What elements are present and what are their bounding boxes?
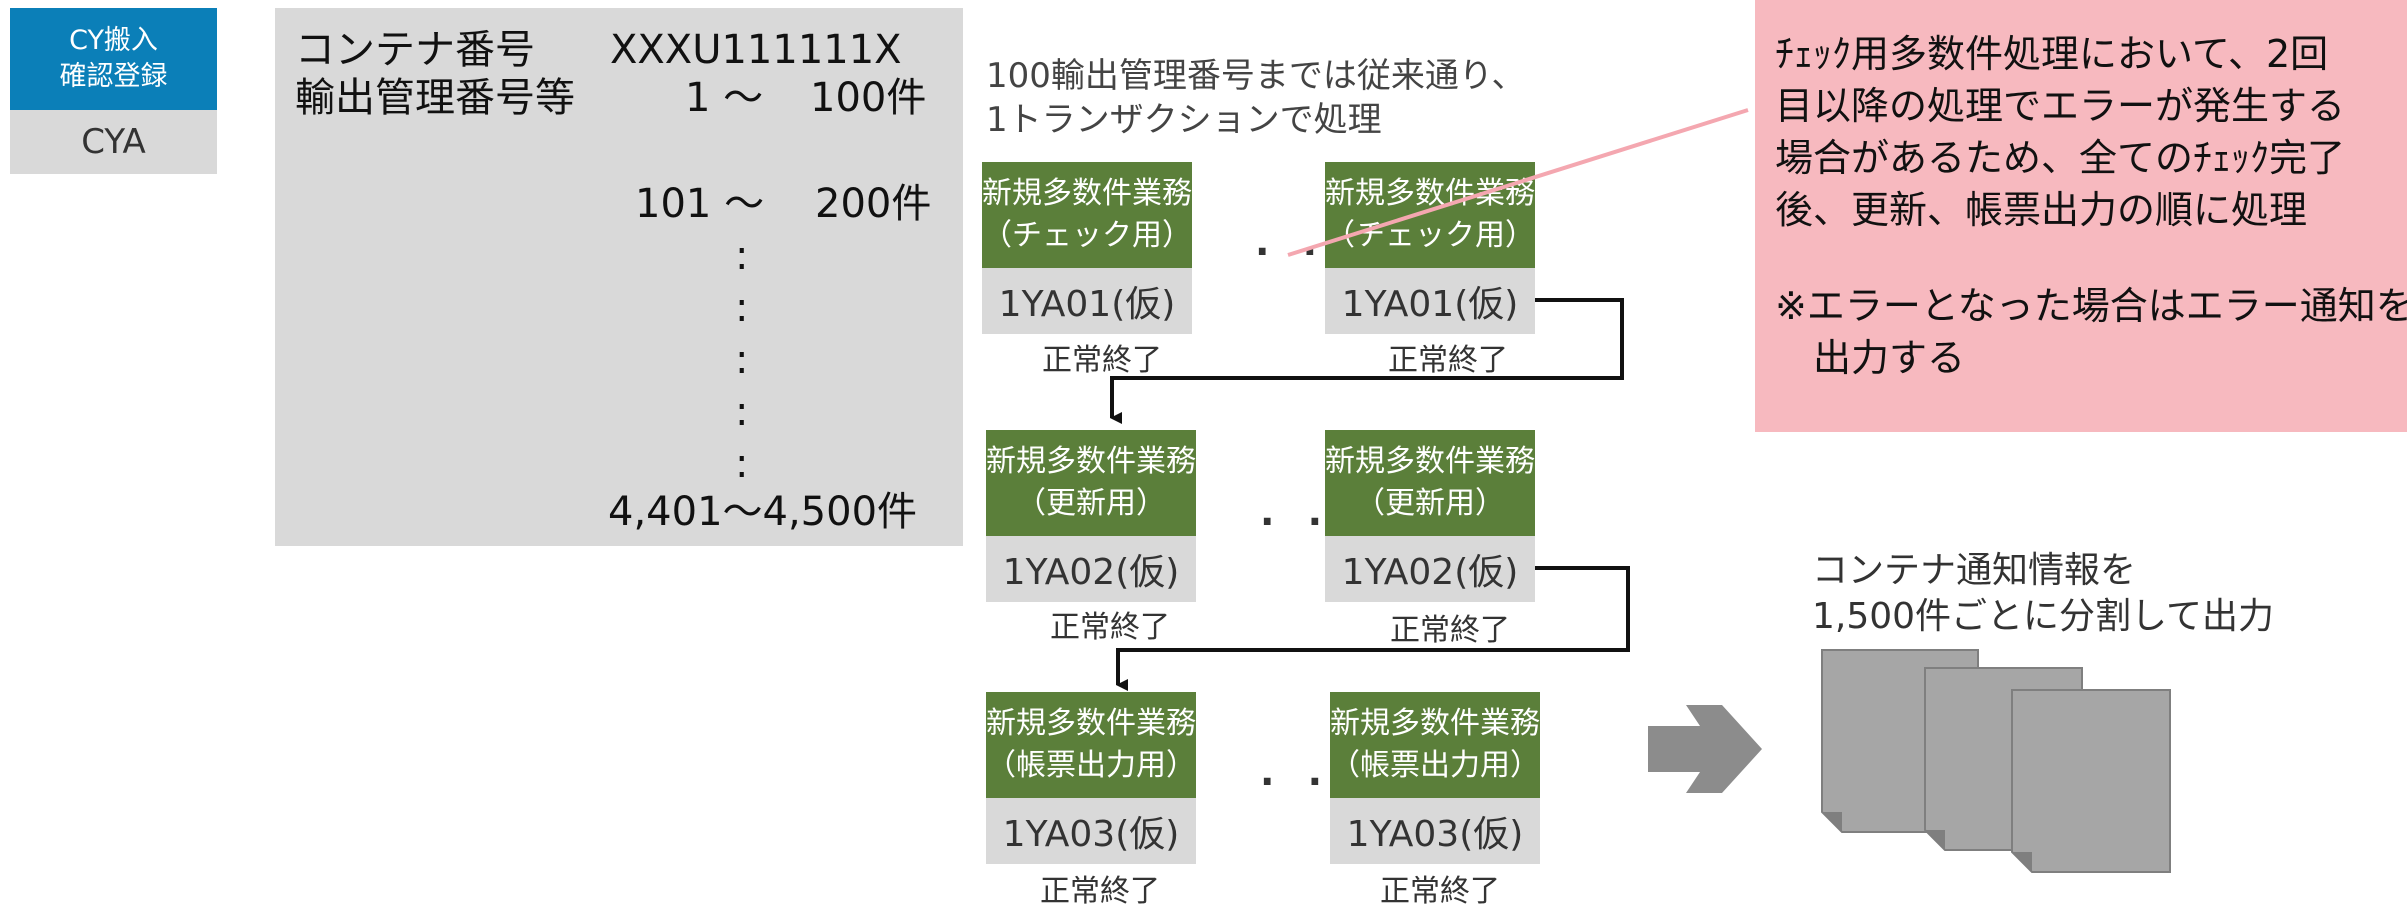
continuation-dot: : — [735, 285, 749, 331]
screen-tag: CY搬入 確認登録 — [10, 8, 217, 110]
export-label: 輸出管理番号等 — [295, 75, 575, 121]
process-code: 1YA01(仮) — [982, 268, 1192, 334]
flow-connector-1 — [1110, 298, 1624, 424]
process-box-title: 新規多数件業務 （帳票出力用） — [1330, 692, 1540, 798]
process-title-line1: 新規多数件業務 — [1325, 444, 1535, 479]
process-title-line2: （チェック用） — [982, 218, 1192, 253]
process-box-check: 新規多数件業務 （チェック用） 1YA01(仮) — [1325, 162, 1535, 334]
process-title-line1: 新規多数件業務 — [1325, 176, 1535, 211]
process-box-report: 新規多数件業務 （帳票出力用） 1YA03(仮) — [986, 692, 1196, 864]
callout-line5: ※エラーとなった場合はエラー通知を — [1775, 284, 2407, 328]
screen-tag-line2: 確認登録 — [59, 61, 168, 92]
info-panel: コンテナ番号 XXXU111111X 輸出管理番号等 1 ～ 100件 101 … — [275, 8, 963, 546]
document-stack-icon — [1821, 649, 2171, 873]
continuation-dot: : — [735, 233, 749, 279]
note-line2: 1トランザクションで処理 — [986, 100, 1382, 140]
callout-line1: ﾁｪｯｸ用多数件処理において、2回 — [1775, 32, 2329, 76]
status-label: 正常終了 — [1390, 613, 1510, 648]
range2-start: 101 ～ — [635, 181, 765, 227]
screen-code: CYA — [10, 110, 217, 174]
callout-line2: 目以降の処理でエラーが発生する — [1775, 84, 2346, 128]
process-box-update: 新規多数件業務 （更新用） 1YA02(仮) — [986, 430, 1196, 602]
status-label: 正常終了 — [1050, 610, 1170, 645]
range-last: 4,401～4,500件 — [608, 489, 918, 535]
flow-connector-2 — [1116, 566, 1630, 691]
process-box-check: 新規多数件業務 （チェック用） 1YA01(仮) — [982, 162, 1192, 334]
container-value: XXXU111111X — [610, 27, 902, 73]
process-title-line2: （帳票出力用） — [986, 748, 1196, 783]
process-box-title: 新規多数件業務 （チェック用） — [982, 162, 1192, 268]
process-title-line2: （チェック用） — [1325, 218, 1535, 253]
note-line1: 100輸出管理番号までは従来通り、 — [986, 56, 1526, 96]
process-title-line1: 新規多数件業務 — [986, 444, 1196, 479]
continuation-dot: : — [735, 337, 749, 383]
callout-line6: 出力する — [1813, 336, 1966, 380]
output-label-line1: コンテナ通知情報を — [1812, 550, 2137, 591]
process-title-line1: 新規多数件業務 — [982, 176, 1192, 211]
container-label: コンテナ番号 — [295, 27, 535, 73]
callout-line3: 場合があるため、全てのﾁｪｯｸ完了 — [1775, 136, 2346, 180]
process-code: 1YA02(仮) — [986, 536, 1196, 602]
process-title-line1: 新規多数件業務 — [986, 706, 1196, 741]
callout-line4: 後、更新、帳票出力の順に処理 — [1775, 188, 2308, 232]
status-label: 正常終了 — [1042, 343, 1162, 378]
ellipsis: . . — [1260, 750, 1333, 794]
process-code: 1YA02(仮) — [1325, 536, 1535, 602]
process-box-report: 新規多数件業務 （帳票出力用） 1YA03(仮) — [1330, 692, 1540, 864]
process-title-line2: （帳票出力用） — [1330, 748, 1540, 783]
callout-box: ﾁｪｯｸ用多数件処理において、2回 目以降の処理でエラーが発生する 場合があるた… — [1755, 0, 2407, 432]
range2-end: 200件 — [815, 181, 932, 227]
process-code: 1YA03(仮) — [1330, 798, 1540, 864]
process-box-update: 新規多数件業務 （更新用） 1YA02(仮) — [1325, 430, 1535, 602]
continuation-dot: : — [735, 441, 749, 487]
process-title-line2: （更新用） — [1355, 486, 1505, 521]
process-title-line1: 新規多数件業務 — [1330, 706, 1540, 741]
callout-pointer-line — [1287, 108, 1749, 257]
ellipsis: . . — [1260, 490, 1333, 534]
output-label-line2: 1,500件ごとに分割して出力 — [1812, 596, 2274, 637]
output-arrow-icon — [1648, 705, 1762, 793]
continuation-dot: : — [735, 389, 749, 435]
process-code: 1YA03(仮) — [986, 798, 1196, 864]
screen-tag-line1: CY搬入 — [69, 25, 158, 56]
range1-start: 1 ～ — [685, 75, 764, 121]
process-box-title: 新規多数件業務 （チェック用） — [1325, 162, 1535, 268]
process-box-title: 新規多数件業務 （更新用） — [986, 430, 1196, 536]
process-box-title: 新規多数件業務 （更新用） — [1325, 430, 1535, 536]
process-code: 1YA01(仮) — [1325, 268, 1535, 334]
process-title-line2: （更新用） — [1016, 486, 1166, 521]
ellipsis: . . — [1255, 220, 1328, 264]
process-box-title: 新規多数件業務 （帳票出力用） — [986, 692, 1196, 798]
status-label: 正常終了 — [1388, 343, 1508, 378]
range1-end: 100件 — [810, 75, 927, 121]
